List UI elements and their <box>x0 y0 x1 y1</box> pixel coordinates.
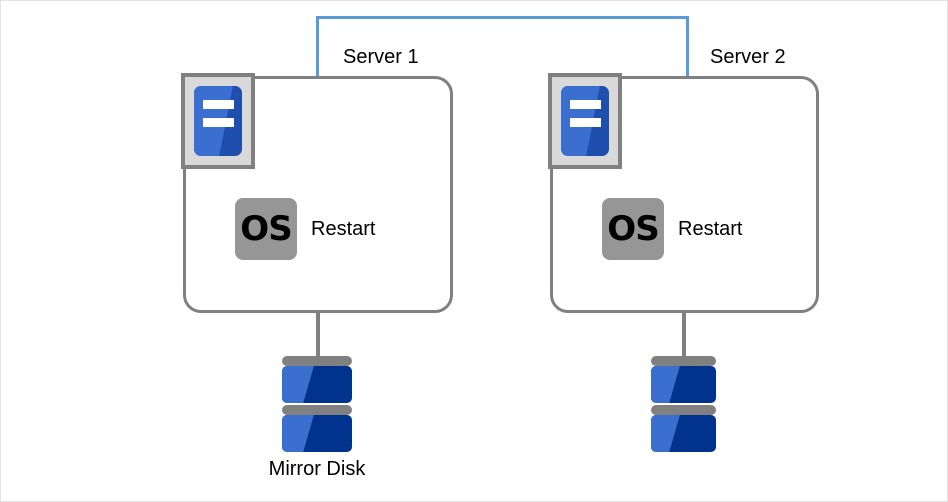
server-2-status-group: OS Restart <box>602 198 742 260</box>
server-2-title: Server 2 <box>710 46 786 68</box>
os-icon: OS <box>235 198 297 260</box>
server-rack-icon <box>548 73 622 169</box>
server-rack-icon-body <box>194 86 242 156</box>
server-1-title: Server 1 <box>343 46 419 68</box>
disk-cap-top <box>282 356 352 366</box>
os-icon-label: OS <box>607 209 659 249</box>
server-rack-icon-body <box>561 86 609 156</box>
server-2-disk-link <box>682 313 686 358</box>
interconnect-right-segment <box>686 16 689 76</box>
server-rack-icon-bar-2 <box>203 118 234 127</box>
server-2-disk-stack <box>651 356 716 452</box>
server-rack-icon-bar-1 <box>570 100 601 109</box>
os-icon-label: OS <box>240 209 292 249</box>
disk-cap-top <box>651 356 716 366</box>
disk-platter-lower <box>282 415 352 452</box>
os-icon: OS <box>602 198 664 260</box>
server-1-disk-stack <box>282 356 352 452</box>
server-1-disk-label: Mirror Disk <box>268 458 366 480</box>
disk-platter-upper <box>282 366 352 403</box>
server-2-status-label: Restart <box>678 217 743 240</box>
interconnect-top-segment <box>316 16 689 19</box>
disk-platter-upper <box>651 366 716 403</box>
server-rack-icon <box>181 73 255 169</box>
server-1-status-label: Restart <box>311 217 376 240</box>
disk-cap-middle <box>282 405 352 415</box>
server-1-disk-link <box>316 313 320 358</box>
server-rack-icon-bar-1 <box>203 100 234 109</box>
server-1-status-group: OS Restart <box>235 198 375 260</box>
disk-platter-lower <box>651 415 716 452</box>
server-rack-icon-bar-2 <box>570 118 601 127</box>
interconnect-left-segment <box>316 16 319 76</box>
disk-cap-middle <box>651 405 716 415</box>
